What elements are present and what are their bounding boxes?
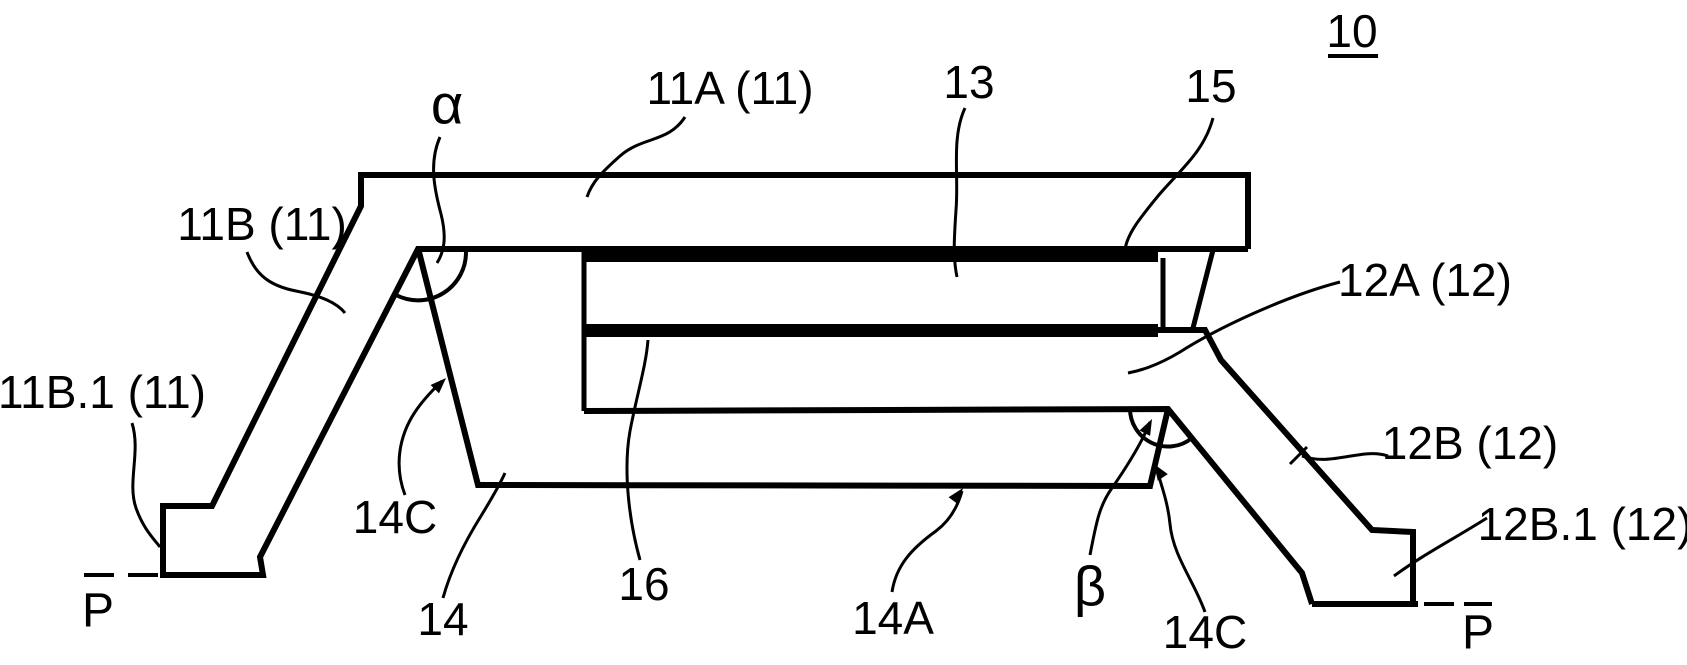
- angle-alpha-arc: [395, 251, 469, 303]
- label-12b1: 12B.1 (12): [1478, 498, 1687, 550]
- label-14c-left: 14C: [353, 491, 437, 543]
- arrowhead-beta: [1139, 419, 1152, 436]
- leader-lines-group: [130, 107, 1488, 613]
- solder-16-bar: [584, 324, 1158, 337]
- leader-12a: [1127, 280, 1341, 375]
- leader-alpha: [432, 136, 446, 264]
- leader-15: [1123, 117, 1215, 251]
- leader-11b1: [130, 422, 162, 548]
- leader-14: [441, 472, 507, 599]
- label-14c-right: 14C: [1163, 606, 1247, 658]
- lead-12-outline: [583, 327, 1418, 607]
- angle-arcs-group: [395, 251, 1194, 449]
- leader-beta: [1088, 421, 1152, 556]
- label-beta: β: [1074, 555, 1106, 618]
- arrowhead-14a: [948, 488, 963, 505]
- leader-12b: [1301, 452, 1389, 461]
- solder-15-bar: [584, 249, 1158, 262]
- label-p-left: P: [82, 585, 114, 638]
- solder-layers-group: [584, 249, 1158, 337]
- label-11b: 11B (11): [177, 198, 347, 250]
- reference-labels-group: 11A (11) 13 15 10 α 11B (11) 11B.1 (11) 12A (12…: [0, 5, 1687, 660]
- leader-11b: [245, 251, 347, 314]
- label-13: 13: [943, 56, 994, 108]
- arrowhead-14c-left: [430, 378, 446, 394]
- leader-12b1: [1393, 516, 1488, 578]
- leader-14c-right: [1154, 466, 1207, 613]
- tick-12b: [1288, 445, 1309, 466]
- leader-16: [625, 339, 650, 561]
- leader-11a: [585, 116, 687, 198]
- leader-14a: [890, 490, 964, 593]
- label-12a: 12A (12): [1338, 254, 1512, 306]
- chip-stack-edges: [581, 249, 1216, 411]
- label-10: 10: [1326, 5, 1377, 57]
- arrowhead-14c-right: [1154, 464, 1168, 481]
- leader-13: [952, 107, 967, 278]
- label-14: 14: [417, 593, 468, 645]
- label-11a: 11A (11): [646, 62, 813, 114]
- label-12b: 12B (12): [1382, 417, 1558, 469]
- label-11b1: 11B.1 (11): [0, 366, 206, 418]
- label-p-right: P: [1462, 607, 1494, 660]
- label-16: 16: [618, 558, 669, 610]
- label-alpha: α: [431, 73, 463, 136]
- parting-lines-group: [84, 573, 1492, 606]
- angle-beta-arc: [1127, 407, 1194, 449]
- clip-14-outline: [416, 251, 1171, 490]
- lead-11-outline: [160, 172, 1251, 578]
- label-15: 15: [1185, 60, 1236, 112]
- label-14a: 14A: [852, 592, 934, 644]
- leader-14c-left: [397, 379, 444, 496]
- arrowheads-group: [430, 378, 1168, 505]
